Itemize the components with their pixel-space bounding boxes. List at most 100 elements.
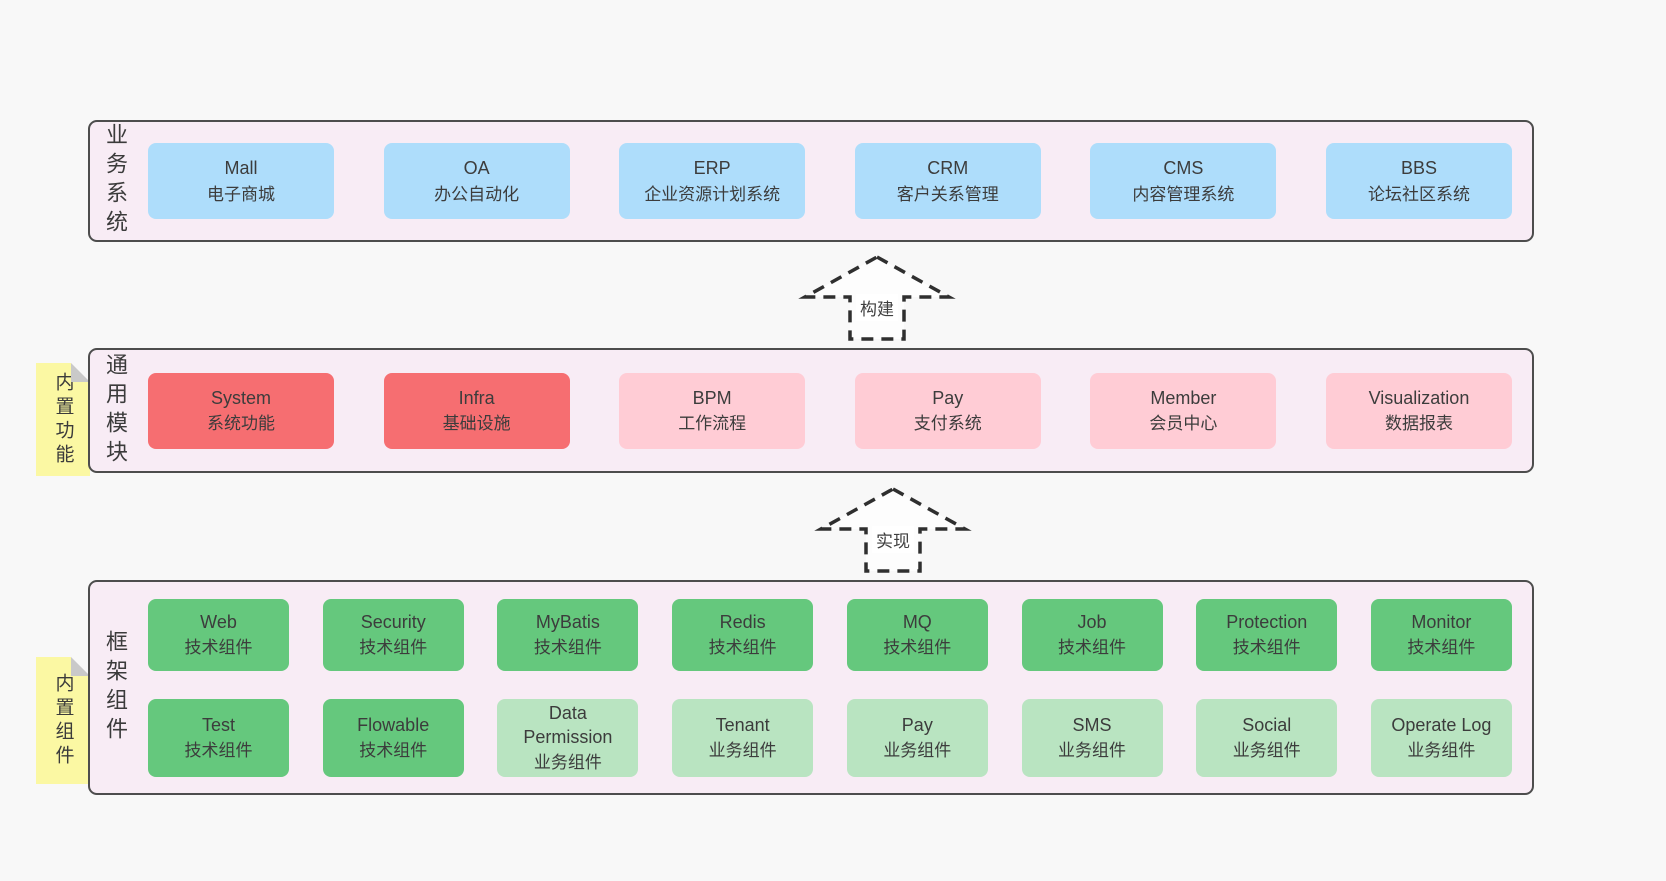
sticky-note-builtin-features: 内置功能 (36, 363, 90, 476)
box-mq: MQ 技术组件 (846, 598, 988, 671)
sticky-note-label: 内置功能 (52, 371, 74, 468)
box-name: ERP (693, 158, 731, 179)
box-desc: 基础设施 (442, 414, 511, 434)
box-desc: 技术组件 (184, 638, 253, 658)
box-name: System (210, 387, 271, 408)
box-name: Redis (719, 611, 766, 632)
box-pay-component: Pay 业务组件 (846, 698, 988, 777)
box-desc: 数据报表 (1384, 414, 1453, 434)
layer-common-modules: 通用模块 System 系统功能 Infra 基础设施 BPM 工作流程 Pay… (88, 348, 1534, 473)
box-desc: 业务组件 (1058, 741, 1127, 761)
box-name: Web (200, 611, 237, 632)
box-name: Visualization (1368, 387, 1470, 408)
implement-arrow: 实现 (813, 486, 973, 574)
box-bbs: BBS 论坛社区系统 (1325, 143, 1512, 219)
box-desc: 技术组件 (184, 741, 253, 761)
box-oa: OA 办公自动化 (383, 143, 570, 219)
box-name: Mall (224, 158, 258, 179)
box-protection: Protection 技术组件 (1196, 598, 1338, 671)
box-name: Infra (458, 387, 495, 408)
box-cms: CMS 内容管理系统 (1090, 143, 1277, 219)
layer-label-components: 框架组件 (103, 629, 128, 746)
build-arrow: 构建 (797, 254, 957, 342)
box-security: Security 技术组件 (322, 598, 464, 671)
sticky-note-builtin-components: 内置组件 (36, 657, 90, 784)
box-desc: 会员中心 (1149, 414, 1218, 434)
box-name: Operate Log (1391, 714, 1492, 735)
layer-label-business: 业务系统 (103, 123, 128, 239)
box-desc: 业务组件 (883, 741, 952, 761)
sticky-note-label: 内置组件 (52, 672, 74, 769)
box-name: Member (1150, 387, 1217, 408)
box-web: Web 技术组件 (148, 598, 289, 671)
box-name: Test (201, 714, 235, 735)
box-infra: Infra 基础设施 (383, 372, 570, 449)
box-name: Monitor (1411, 611, 1472, 632)
box-desc: 内容管理系统 (1132, 184, 1235, 204)
box-name: Social (1242, 714, 1292, 735)
box-tenant: Tenant 业务组件 (672, 698, 814, 777)
box-pay: Pay 支付系统 (854, 372, 1041, 449)
layer-framework-components: 框架组件 Web 技术组件 Security 技术组件 MyBatis 技术组件… (88, 580, 1534, 795)
box-desc: 客户关系管理 (896, 184, 999, 204)
box-desc: 业务组件 (1407, 741, 1476, 761)
box-desc: 技术组件 (1232, 638, 1301, 658)
box-social: Social 业务组件 (1196, 698, 1338, 777)
box-name: OA (463, 158, 490, 179)
box-monitor: Monitor 技术组件 (1370, 598, 1512, 671)
components-row-1: Web 技术组件 Security 技术组件 MyBatis 技术组件 Redi… (148, 598, 1512, 671)
box-name: Data Permission (523, 702, 613, 747)
components-row-2: Test 技术组件 Flowable 技术组件 Data Permission … (148, 698, 1512, 777)
box-desc: 支付系统 (913, 414, 982, 434)
box-desc: 技术组件 (533, 638, 602, 658)
box-desc: 技术组件 (1407, 638, 1476, 658)
layer-business-systems: 业务系统 Mall 电子商城 OA 办公自动化 ERP 企业资源计划系统 CRM… (88, 120, 1534, 242)
box-mybatis: MyBatis 技术组件 (497, 598, 639, 671)
box-name: MyBatis (535, 611, 600, 632)
box-desc: 业务组件 (708, 741, 777, 761)
box-desc: 电子商城 (207, 184, 275, 204)
box-name: Flowable (357, 714, 430, 735)
box-name: Pay (932, 387, 964, 408)
box-sms: SMS 业务组件 (1021, 698, 1163, 777)
box-name: CRM (927, 158, 969, 179)
box-name: Job (1077, 611, 1107, 632)
box-desc: 企业资源计划系统 (644, 184, 781, 204)
box-desc: 技术组件 (708, 638, 777, 658)
box-desc: 技术组件 (1058, 638, 1127, 658)
box-erp: ERP 企业资源计划系统 (619, 143, 806, 219)
box-test: Test 技术组件 (148, 698, 289, 777)
box-flowable: Flowable 技术组件 (322, 698, 464, 777)
layer-label-modules: 通用模块 (103, 352, 128, 469)
box-name: Security (360, 611, 426, 632)
box-operate-log: Operate Log 业务组件 (1370, 698, 1512, 777)
box-name: BPM (692, 387, 732, 408)
box-desc: 工作流程 (678, 414, 747, 434)
box-desc: 业务组件 (533, 753, 602, 773)
box-visualization: Visualization 数据报表 (1325, 372, 1512, 449)
box-job: Job 技术组件 (1021, 598, 1163, 671)
box-mall: Mall 电子商城 (148, 143, 334, 219)
box-system: System 系统功能 (148, 372, 334, 449)
box-name: CMS (1163, 158, 1204, 179)
box-bpm: BPM 工作流程 (619, 372, 806, 449)
box-desc: 业务组件 (1232, 741, 1301, 761)
box-crm: CRM 客户关系管理 (854, 143, 1041, 219)
box-member: Member 会员中心 (1090, 372, 1277, 449)
box-name: Protection (1226, 611, 1308, 632)
box-name: SMS (1072, 714, 1112, 735)
box-desc: 系统功能 (207, 414, 275, 434)
box-desc: 办公自动化 (434, 184, 520, 204)
build-arrow-label: 构建 (856, 294, 898, 321)
box-desc: 技术组件 (359, 638, 428, 658)
modules-boxes-row: System 系统功能 Infra 基础设施 BPM 工作流程 Pay 支付系统… (148, 372, 1512, 449)
box-data-permission: Data Permission 业务组件 (497, 698, 639, 777)
box-desc: 技术组件 (359, 741, 428, 761)
box-desc: 论坛社区系统 (1367, 184, 1470, 204)
box-name: Tenant (715, 714, 770, 735)
box-name: Pay (901, 714, 933, 735)
implement-arrow-label: 实现 (872, 526, 914, 553)
business-boxes-row: Mall 电子商城 OA 办公自动化 ERP 企业资源计划系统 CRM 客户关系… (148, 143, 1512, 219)
box-name: MQ (902, 611, 932, 632)
